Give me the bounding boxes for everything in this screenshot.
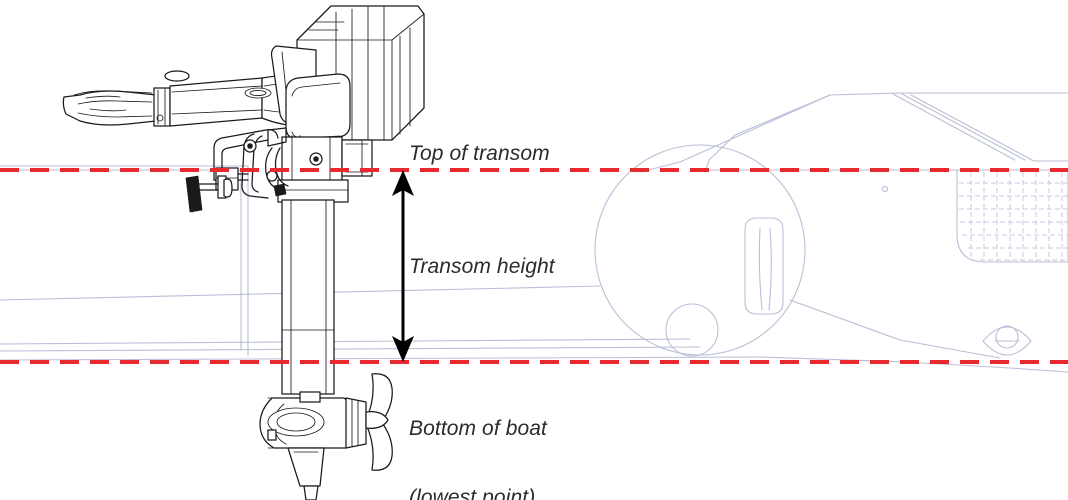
motor-shaft [281,199,335,395]
lower-unit [259,373,393,500]
boat-hull [0,92,1068,373]
motor-head [270,5,425,151]
transom-mount-bracket [185,127,289,213]
transom-height-arrow [392,170,414,362]
label-top-of-transom: Top of transom [409,142,550,165]
label-bottom-of-boat-line2: (lowest point) [409,486,536,500]
label-bottom-of-boat: Bottom of boat (lowest point) [409,371,547,500]
motor-pivot-block [277,136,373,203]
tiller-handle [62,70,323,127]
trolling-motor [62,5,425,500]
label-bottom-of-boat-line1: Bottom of boat [409,417,547,440]
label-transom-height: Transom height [409,255,555,278]
